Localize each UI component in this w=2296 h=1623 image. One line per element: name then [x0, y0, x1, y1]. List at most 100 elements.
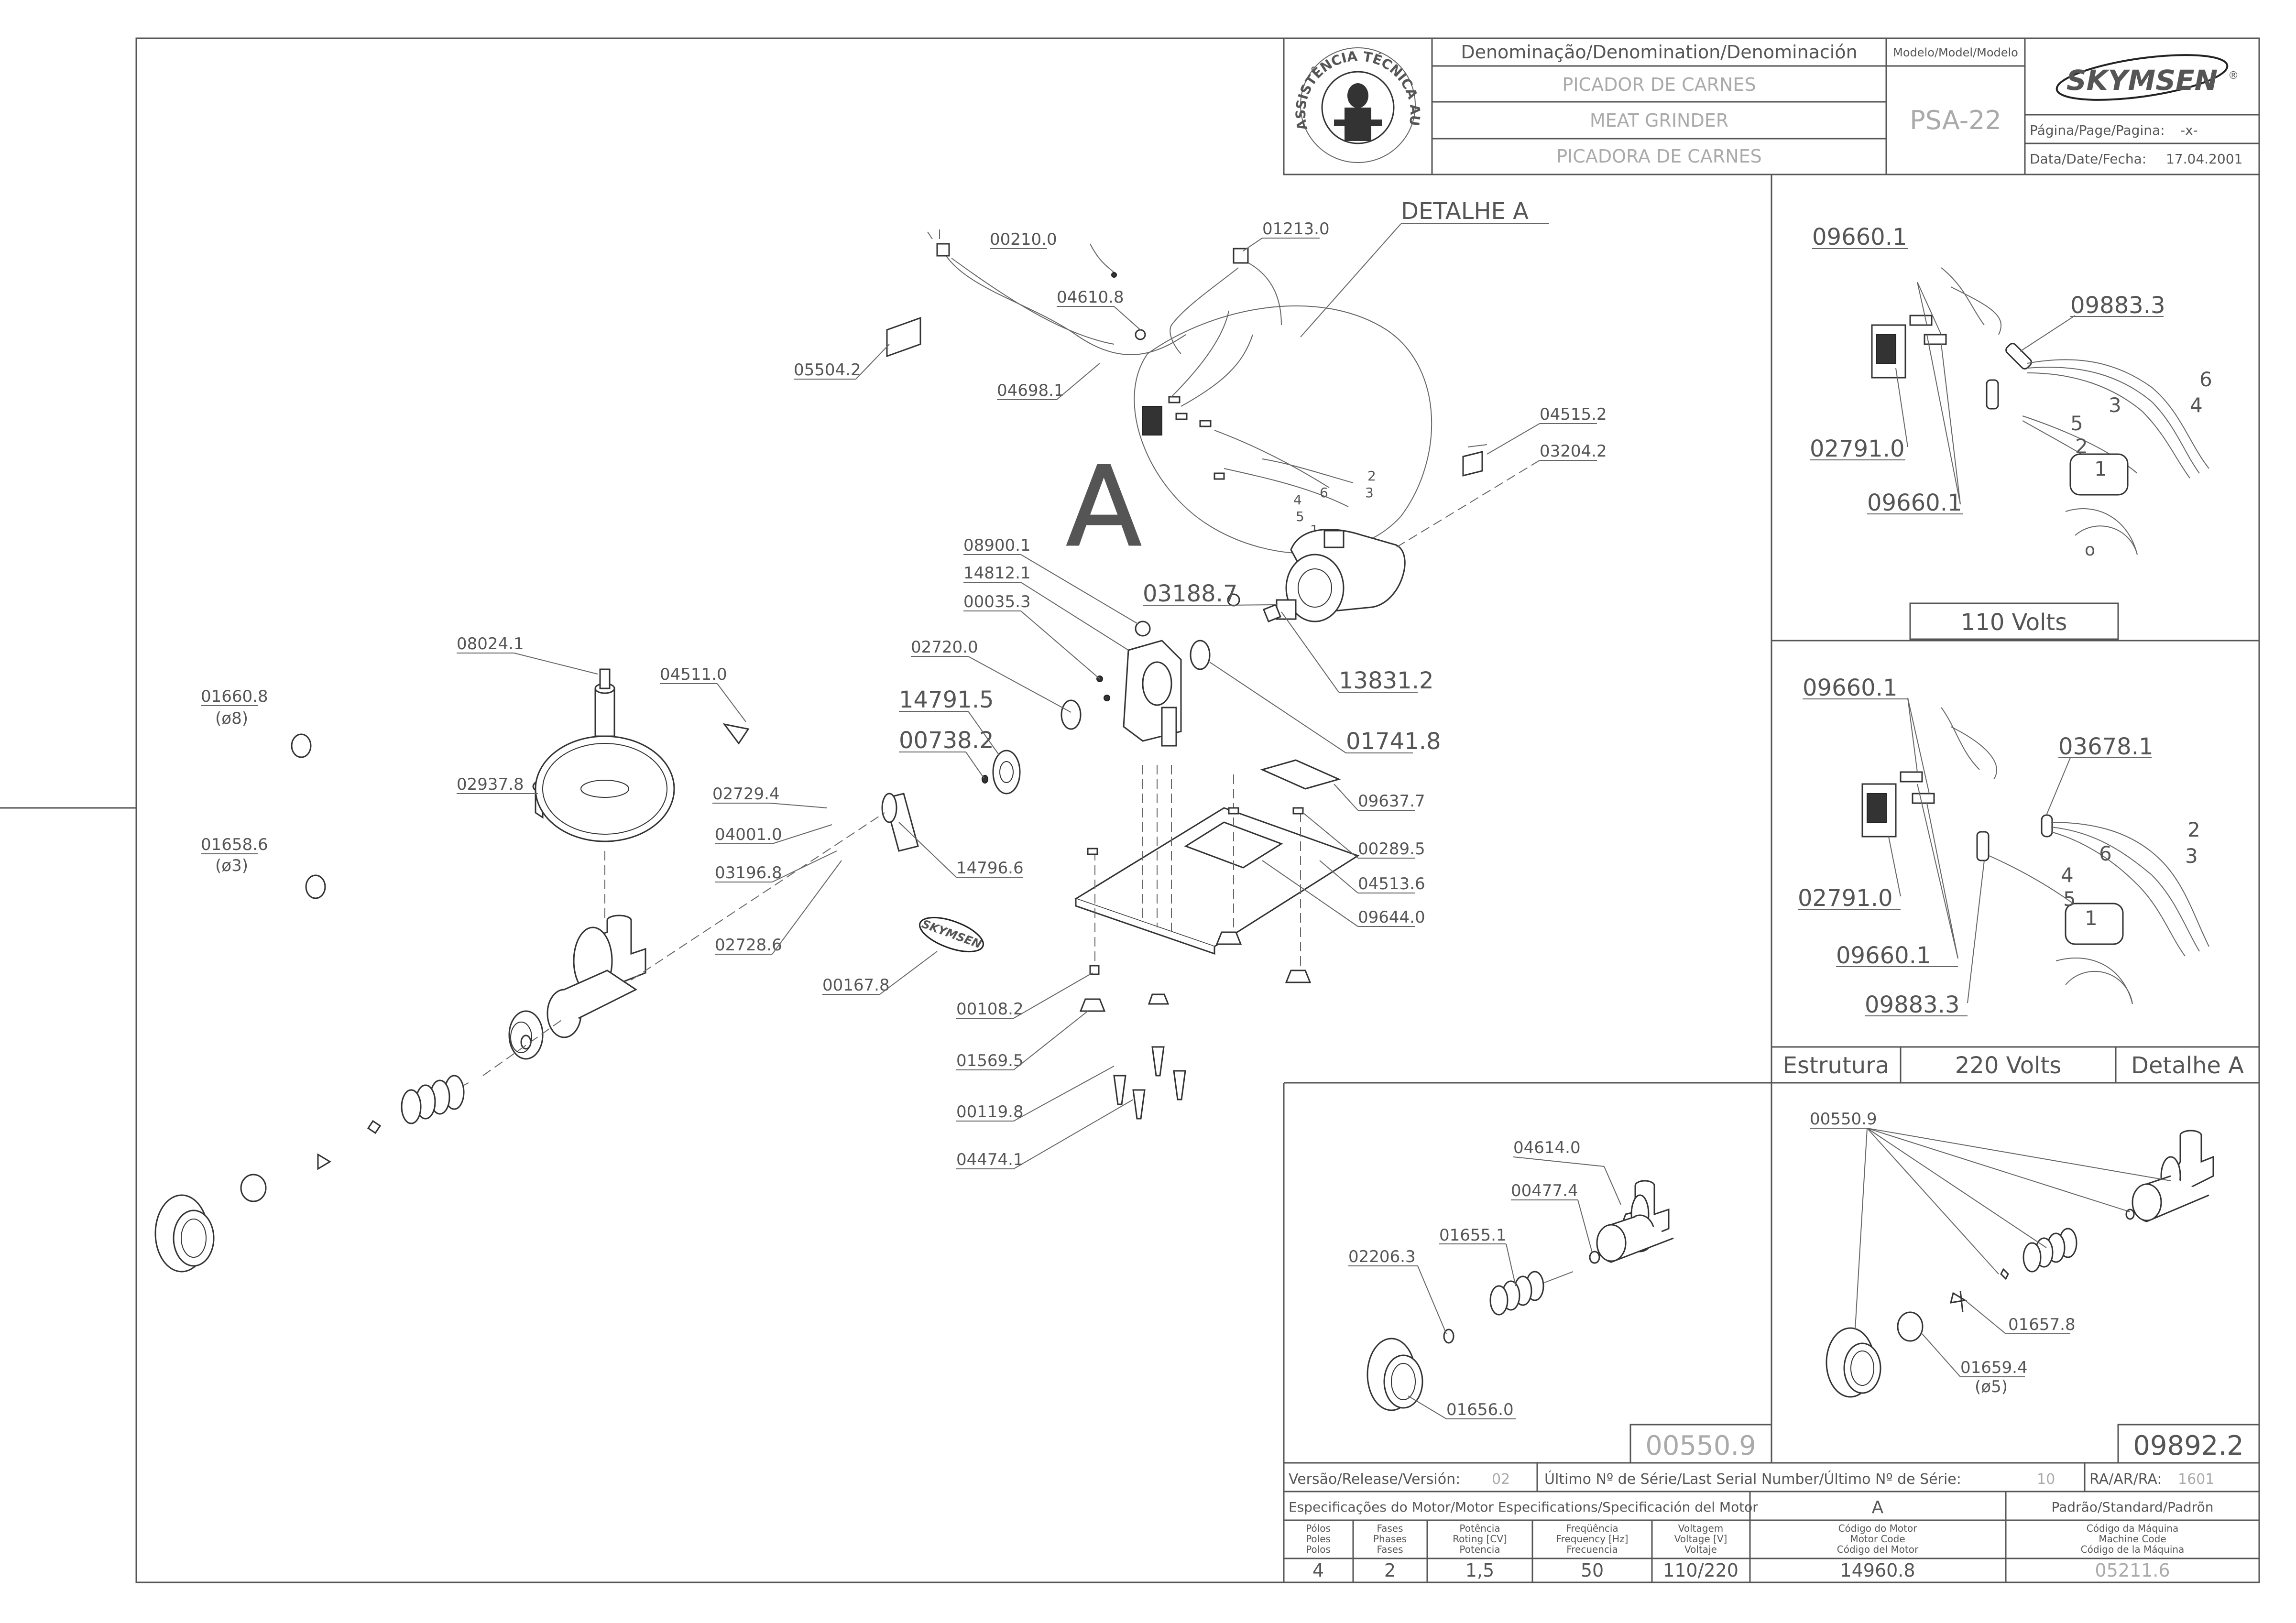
label-01656-0: 01656.0	[1446, 1400, 1514, 1419]
motor-code-value: 14960.8	[1840, 1560, 1915, 1581]
main-part-labels: 00210.0 01213.0 04610.8 05504.2 04698.1 …	[201, 219, 1607, 1169]
svg-text:4: 4	[2061, 863, 2074, 887]
svg-text:6: 6	[1320, 485, 1328, 501]
svg-text:2: 2	[1367, 468, 1376, 484]
svg-text:Código del Motor: Código del Motor	[1837, 1544, 1919, 1555]
svg-text:Fases: Fases	[1377, 1523, 1403, 1534]
svg-text:®: ®	[2228, 70, 2239, 82]
label-04515-2: 04515.2	[1540, 405, 1607, 424]
box-00550-code: 00550.9	[1645, 1430, 1756, 1461]
box-220-volts: 09660.1 03678.1 02791.0 09660.1 09883.3 …	[1783, 675, 2244, 1079]
label-02791-0: 02791.0	[1810, 436, 1905, 462]
svg-text:2: 2	[2187, 818, 2200, 841]
svg-text:Voltaje: Voltaje	[1684, 1544, 1717, 1555]
svg-text:5: 5	[2070, 412, 2083, 435]
phases-value: 2	[1384, 1560, 1396, 1581]
poles-value: 4	[1312, 1560, 1324, 1581]
svg-text:Voltage [V]: Voltage [V]	[1674, 1533, 1727, 1545]
label-08900-1: 08900.1	[963, 536, 1031, 555]
label-09637-7: 09637.7	[1358, 792, 1425, 811]
svg-text:SKYMSEN: SKYMSEN	[920, 917, 984, 951]
label-00167-8: 00167.8	[822, 976, 890, 995]
date-value: 17.04.2001	[2166, 151, 2242, 167]
label-02206-3: 02206.3	[1348, 1247, 1416, 1266]
label-01655-1: 01655.1	[1439, 1226, 1507, 1245]
label-01658-6: 01658.6	[201, 835, 268, 854]
release-label: Versão/Release/Versión:	[1289, 1471, 1460, 1488]
label-09644-0: 09644.0	[1358, 908, 1425, 927]
box-09892-2: 09892.2 00550.9 01657.8 01659.4 (ø5)	[1810, 1110, 2260, 1464]
page-label: Página/Page/Pagina:	[2030, 122, 2165, 138]
detail-boxes-frame	[1283, 174, 2259, 1582]
svg-text:4: 4	[2190, 393, 2203, 417]
label-00289-5: 00289.5	[1358, 839, 1425, 859]
label-09883-3: 09883.3	[2070, 292, 2165, 319]
label-03196-8: 03196.8	[715, 863, 782, 882]
label-04001-0: 04001.0	[715, 825, 782, 844]
svg-text:1: 1	[2085, 906, 2098, 930]
svg-text:2: 2	[2075, 435, 2088, 458]
estrutura-label: Estrutura	[1783, 1052, 1890, 1079]
label-14791-5: 14791.5	[899, 686, 994, 713]
label-02720-0: 02720.0	[911, 638, 978, 657]
svg-text:o: o	[2085, 540, 2095, 560]
label-09660-1-a: 09660.1	[1812, 224, 1907, 251]
label-01741-8: 01741.8	[1346, 728, 1441, 755]
authorized-service-seal: ASSISTÊNCIA TÉCNICA AUTORIZADA	[0, 0, 1423, 163]
svg-text:Poles: Poles	[1306, 1533, 1331, 1545]
label-00738-2: 00738.2	[899, 727, 994, 754]
seal-text: ASSISTÊNCIA TÉCNICA AUTORIZADA	[0, 0, 1423, 131]
box-220-title: 220 Volts	[1955, 1052, 2062, 1079]
svg-text:Voltagem: Voltagem	[1678, 1523, 1724, 1534]
label-01659-4: 01659.4	[1960, 1358, 2028, 1377]
label-09660-1-d: 09660.1	[1836, 942, 1931, 969]
svg-text:Fases: Fases	[1377, 1544, 1403, 1555]
svg-text:4: 4	[1293, 492, 1302, 508]
svg-text:6: 6	[2099, 842, 2112, 865]
serial-value: 10	[2037, 1471, 2055, 1488]
model-value: PSA-22	[1910, 105, 2001, 135]
motor-spec-label: Especificações do Motor/Motor Especifica…	[1289, 1499, 1758, 1515]
label-03188-7: 03188.7	[1143, 580, 1238, 607]
svg-text:5: 5	[2063, 887, 2076, 911]
title-block: ASSISTÊNCIA TÉCNICA AUTORIZADA Denominaç…	[0, 0, 2260, 175]
label-02728-6: 02728.6	[715, 936, 782, 955]
label-14812-1: 14812.1	[963, 564, 1031, 583]
label-00108-2: 00108.2	[956, 1000, 1024, 1019]
label-phi3: (ø3)	[215, 856, 248, 875]
machine-code-value: 05211.6	[2095, 1560, 2170, 1581]
frequency-value: 50	[1581, 1560, 1604, 1581]
svg-text:Frecuencia: Frecuencia	[1566, 1544, 1618, 1555]
model-label: Modelo/Model/Modelo	[1893, 46, 2018, 59]
label-02937-8: 02937.8	[457, 775, 524, 794]
label-09883-3-b: 09883.3	[1865, 991, 1960, 1018]
label-09660-1-c: 09660.1	[1803, 675, 1898, 701]
label-08024-1: 08024.1	[457, 634, 524, 654]
label-01213-0: 01213.0	[1262, 219, 1330, 239]
base-plate	[1074, 759, 1360, 1120]
label-02791-0-b: 02791.0	[1798, 885, 1893, 912]
rating-value: 1,5	[1465, 1560, 1494, 1581]
date-label: Data/Date/Fecha:	[2030, 151, 2146, 167]
detail-a-title: DETALHE A	[1401, 198, 1529, 225]
label-14796-6: 14796.6	[956, 859, 1024, 878]
label-01657-8: 01657.8	[2008, 1315, 2076, 1334]
ra-value: 1601	[2178, 1471, 2214, 1488]
svg-text:Phases: Phases	[1373, 1533, 1407, 1545]
label-13831-2: 13831.2	[1339, 667, 1434, 694]
page-value: -x-	[2180, 122, 2198, 138]
label-00119-8: 00119.8	[956, 1102, 1024, 1122]
svg-text:Código de la Máquina: Código de la Máquina	[2081, 1544, 2185, 1555]
label-00035-3: 00035.3	[963, 592, 1031, 611]
release-value: 02	[1492, 1471, 1510, 1488]
svg-text:5: 5	[1296, 509, 1304, 524]
svg-text:3: 3	[2109, 393, 2121, 417]
label-00550-9-ref: 00550.9	[1810, 1110, 1877, 1129]
label-04614-0: 04614.0	[1513, 1138, 1581, 1157]
label-01660-8: 01660.8	[201, 687, 268, 706]
svg-text:Machine Code: Machine Code	[2099, 1533, 2166, 1545]
label-00477-4: 00477.4	[1511, 1181, 1578, 1200]
label-04610-8: 04610.8	[1057, 288, 1124, 307]
label-03204-2: 03204.2	[1540, 442, 1607, 461]
denomination-label: Denominação/Denomination/Denominación	[1461, 42, 1857, 63]
